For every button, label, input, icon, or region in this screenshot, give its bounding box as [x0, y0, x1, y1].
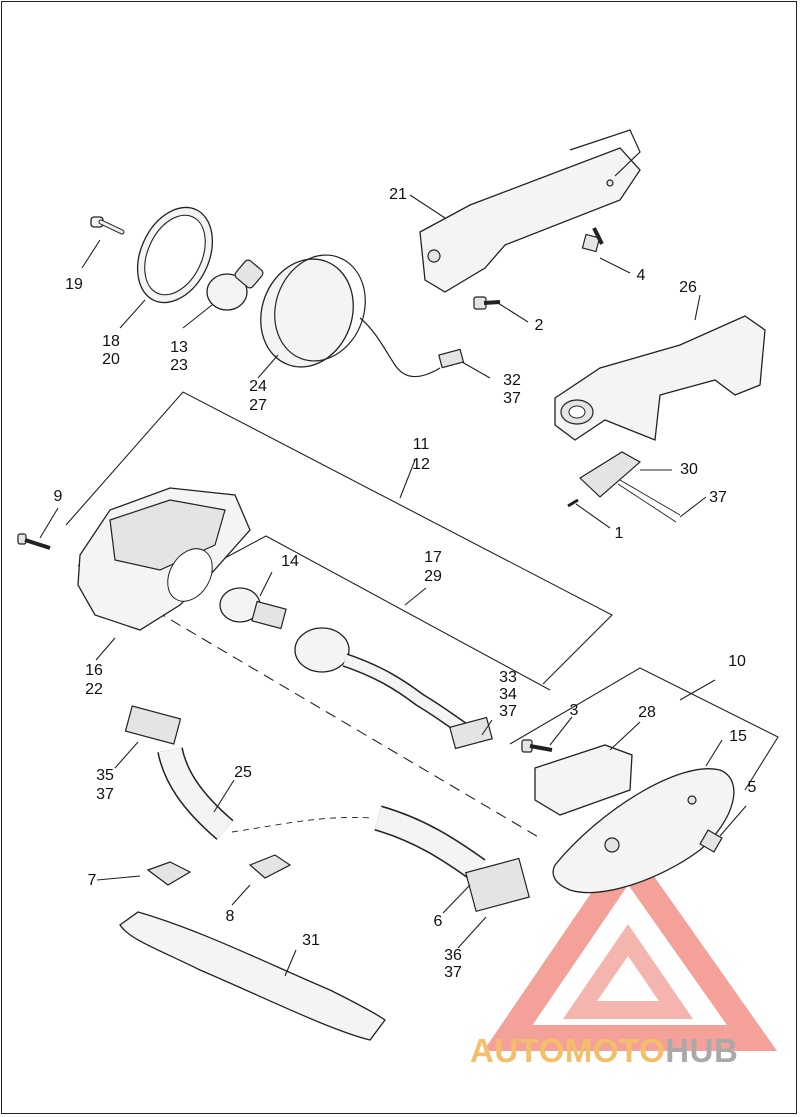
- assembly-outline-11: [65, 391, 613, 839]
- callout-24: 24: [249, 378, 267, 395]
- screw-2: [473, 296, 501, 310]
- callout-3: 3: [569, 702, 579, 719]
- bracket-26: [554, 315, 766, 441]
- callout-37-e: 37: [444, 964, 462, 981]
- callout-35: 35: [96, 767, 114, 784]
- callout-13: 13: [170, 339, 188, 356]
- callout-37-a: 37: [503, 390, 521, 407]
- callout-15: 15: [729, 728, 747, 745]
- callout-19: 19: [65, 276, 83, 293]
- watermark-part1: AUTOMOTO: [470, 1032, 666, 1069]
- screw-19: [90, 216, 125, 235]
- screw-3: [521, 739, 553, 753]
- socket-harness-17: [294, 627, 493, 750]
- callout-5: 5: [747, 779, 757, 796]
- watermark-text: AUTOMOTOHUB: [470, 1032, 792, 1072]
- bolt-4: [581, 227, 604, 253]
- callout-32: 32: [503, 372, 521, 389]
- watermark-logo: [483, 839, 778, 1051]
- callout-4: 4: [636, 267, 646, 284]
- tail-lamp-housing-16: [77, 487, 251, 631]
- turn-signal-lamp-24: [260, 254, 465, 378]
- callout-25: 25: [234, 764, 252, 781]
- callout-12: 12: [412, 456, 430, 473]
- callout-8: 8: [225, 908, 235, 925]
- harness-25: [124, 705, 530, 913]
- mount-bracket-21: [419, 129, 641, 293]
- bolt-9: [17, 533, 51, 550]
- callout-16: 16: [85, 662, 103, 679]
- callout-34: 34: [499, 686, 517, 703]
- trim-strip-31: [119, 911, 386, 1041]
- callout-29: 29: [424, 568, 442, 585]
- callout-17: 17: [424, 549, 442, 566]
- callout-37-b: 37: [709, 489, 727, 506]
- callout-22: 22: [85, 681, 103, 698]
- callout-21: 21: [389, 186, 407, 203]
- callout-10: 10: [728, 653, 746, 670]
- module-28: [534, 744, 633, 816]
- callout-31: 31: [302, 932, 320, 949]
- callout-6: 6: [433, 913, 443, 930]
- callout-23: 23: [170, 357, 188, 374]
- leader-lines: [39, 194, 747, 977]
- clip-8: [248, 854, 292, 879]
- callout-7: 7: [87, 872, 97, 889]
- bulb-13: [206, 259, 264, 311]
- callout-11: 11: [412, 436, 430, 453]
- watermark-part2: HUB: [665, 1032, 739, 1069]
- callout-2: 2: [534, 317, 544, 334]
- bulb-14: [219, 587, 287, 630]
- callout-1: 1: [614, 525, 624, 542]
- callout-27: 27: [249, 397, 267, 414]
- screw-1: [567, 498, 579, 508]
- callout-18: 18: [102, 333, 120, 350]
- callout-33: 33: [499, 669, 517, 686]
- nut-5: [699, 829, 723, 853]
- callout-20: 20: [102, 351, 120, 368]
- lens-gasket-18: [136, 206, 214, 304]
- callout-37-c: 37: [499, 703, 517, 720]
- callout-14: 14: [281, 553, 299, 570]
- callout-36: 36: [444, 947, 462, 964]
- callout-28: 28: [638, 704, 656, 721]
- clip-7: [146, 861, 192, 886]
- callout-37-d: 37: [96, 786, 114, 803]
- callout-9: 9: [53, 488, 63, 505]
- callout-26: 26: [679, 279, 697, 296]
- module-30: [579, 451, 681, 523]
- assembly-outline-10: [509, 667, 779, 791]
- callout-30: 30: [680, 461, 698, 478]
